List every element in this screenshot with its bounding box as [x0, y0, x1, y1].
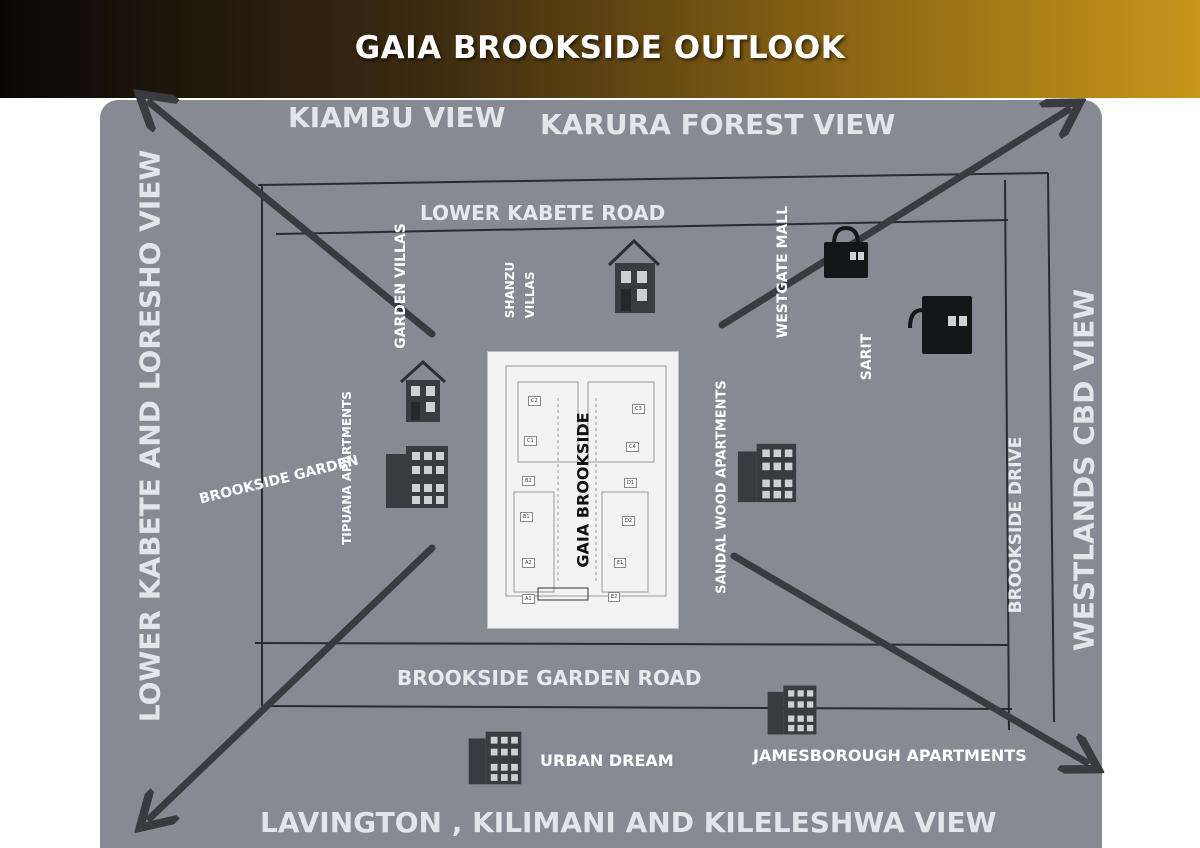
place-label-urban-dream: URBAN DREAM: [540, 751, 674, 770]
place-label-shanzu: SHANZU: [503, 261, 517, 319]
road-label-lower-kabete: LOWER KABETE ROAD: [420, 201, 666, 225]
unit-label: C4: [626, 442, 639, 452]
view-label-westlands: WESTLANDS CBD VIEW: [1067, 288, 1101, 652]
unit-label: C1: [524, 436, 537, 446]
unit-label: C3: [632, 404, 645, 414]
apartment-building-icon: [767, 685, 817, 735]
unit-label: B1: [520, 512, 533, 522]
unit-label: A1: [522, 594, 535, 604]
unit-label: A2: [522, 558, 535, 568]
arrow-southwest: [150, 544, 436, 818]
unit-label: D1: [624, 478, 638, 488]
site-plan-title: GAIA BROOKSIDE: [573, 412, 593, 568]
place-label-westgate: WESTGATE MALL: [775, 205, 791, 339]
site-plan: C2 C3 C1 C4 B2 D1 B1 D2 A2 E1 A1 E2 GAIA…: [487, 351, 679, 629]
place-label-sarit: SARIT: [859, 333, 875, 381]
place-label-villas: VILLAS: [523, 271, 537, 319]
place-label-jamesborough: JAMESBOROUGH APARTMENTS: [753, 746, 1027, 765]
road-line-right-inner: [1004, 179, 1010, 731]
view-label-kiambu: KIAMBU VIEW: [288, 101, 506, 134]
unit-label: C2: [528, 396, 541, 406]
apartment-building-icon: [737, 443, 797, 503]
unit-label: E1: [614, 558, 627, 568]
road-line-bottom-upper: [254, 642, 1009, 646]
direction-arrows: [150, 103, 1086, 818]
view-label-karura: KARURA FOREST VIEW: [540, 108, 896, 141]
unit-label: E2: [608, 592, 621, 602]
view-label-south: LAVINGTON , KILIMANI AND KILELESHWA VIEW: [260, 806, 997, 839]
road-line-bottom-lower: [261, 705, 1013, 710]
shopping-bag-icon: [908, 296, 972, 354]
site-plan-outline: [505, 365, 667, 601]
arrow-southeast: [730, 552, 1086, 762]
house-icon: [607, 238, 661, 313]
shopping-bag-icon: [824, 225, 868, 278]
place-label-garden-villas: GARDEN VILLAS: [393, 223, 409, 349]
road-label-brookside-drive: BROOKSIDE DRIVE: [1006, 436, 1026, 614]
page-title: GAIA BROOKSIDE OUTLOOK: [354, 30, 846, 66]
road-line-top-outer: [257, 172, 1049, 186]
view-label-west: LOWER KABETE AND LORESHO VIEW: [133, 149, 167, 723]
house-icon: [399, 359, 447, 422]
place-label-sandal-wood: SANDAL WOOD APARTMENTS: [714, 380, 730, 594]
arrow-northeast: [718, 110, 1068, 329]
apartment-building-icon: [386, 446, 448, 508]
unit-label: D2: [622, 516, 636, 526]
unit-label: B2: [522, 476, 535, 486]
road-line-right-outer: [1047, 172, 1055, 723]
apartment-building-icon: [468, 731, 522, 785]
arrow-northwest: [150, 103, 436, 338]
road-label-brookside-garden: BROOKSIDE GARDEN ROAD: [397, 666, 702, 690]
header-banner: GAIA BROOKSIDE OUTLOOK: [0, 0, 1200, 98]
